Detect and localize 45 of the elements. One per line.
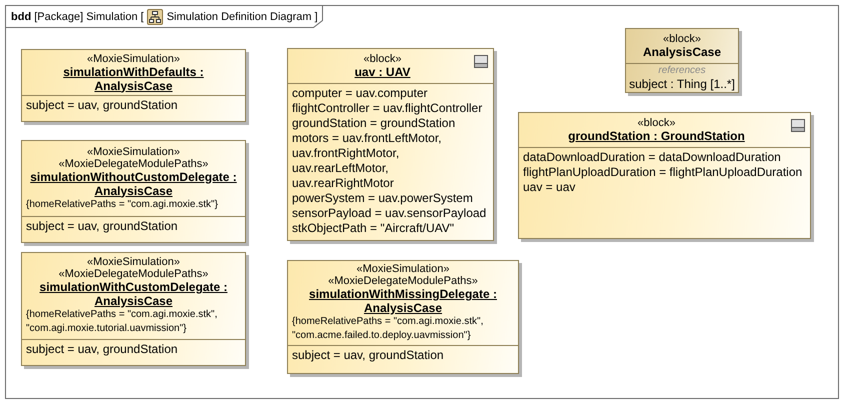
- instance-box: [21, 140, 246, 243]
- instance-name: simulationWithCustomDelegate : AnalysisCase: [38, 280, 228, 308]
- tagged-value: {homeRelativePaths = "com.agi.moxie.stk", "com.acme.failed.to.deploy.uavmission"}: [292, 315, 484, 343]
- stereotype-label: «MoxieDelegateModulePaths»: [328, 275, 478, 287]
- compartment-label: references: [658, 65, 706, 77]
- slot-value: subject = uav, groundStation: [26, 219, 178, 234]
- tagged-value: {homeRelativePaths = "com.agi.moxie.stk"}: [26, 198, 218, 212]
- stereotype-label: «MoxieSimulation»: [87, 256, 180, 268]
- instance-box: [287, 260, 519, 374]
- stereotype-label: «MoxieSimulation»: [87, 146, 180, 158]
- diagram-name: Simulation Definition Diagram ]: [166, 10, 318, 22]
- tagged-value: {homeRelativePaths = "com.agi.moxie.stk", "com.agi.moxie.tutorial.uavmission"}: [26, 308, 218, 336]
- instance-box: [518, 112, 811, 239]
- instance-name: uav : UAV: [354, 65, 410, 79]
- instance-box: [21, 252, 246, 366]
- frame-heading: bdd [Package] Simulation [: [11, 10, 144, 22]
- instance-box: [287, 48, 494, 241]
- slot-value: powerSystem = uav.powerSystem: [292, 191, 473, 206]
- block-name: AnalysisCase: [642, 45, 722, 59]
- instance-name: simulationWithDefaults : AnalysisCase: [62, 64, 205, 92]
- block-box: [625, 28, 739, 93]
- stereotype-label: «MoxieDelegateModulePaths»: [58, 268, 208, 280]
- instance-box: [21, 49, 246, 122]
- attribute-text: subject : Thing [1..*]: [629, 77, 735, 92]
- slot-value: flightController = uav.flightController: [292, 101, 482, 116]
- slot-value: subject = uav, groundStation: [26, 342, 178, 357]
- stereotype-label: «MoxieSimulation»: [87, 52, 180, 64]
- diagram-frame: [5, 5, 839, 399]
- stereotype-label: «block»: [364, 53, 402, 65]
- slot-value: sensorPayload = uav.sensorPayload: [292, 206, 486, 221]
- slot-value: subject = uav, groundStation: [292, 348, 444, 363]
- slot-value: groundStation = groundStation: [292, 116, 456, 131]
- instance-name: simulationWithoutCustomDelegate : AnalysisCase: [29, 170, 238, 198]
- slot-value: subject = uav, groundStation: [26, 98, 178, 113]
- slot-value: uav = uav: [523, 180, 576, 195]
- stereotype-label: «block»: [663, 33, 701, 45]
- slot-value: computer = uav.computer: [292, 86, 428, 101]
- slot-value: stkObjectPath = "Aircraft/UAV": [292, 221, 454, 236]
- slot-value: flightPlanUploadDuration = flightPlanUploadDuration: [523, 165, 802, 180]
- instance-name: simulationWithMissingDelegate : AnalysisCase: [308, 287, 498, 315]
- stereotype-label: «block»: [638, 117, 676, 129]
- stereotype-label: «MoxieSimulation»: [356, 263, 450, 275]
- instance-name: groundStation : GroundStation: [568, 129, 745, 143]
- stereotype-label: «MoxieDelegateModulePaths»: [58, 158, 208, 170]
- slot-value: dataDownloadDuration = dataDownloadDuration: [523, 150, 781, 165]
